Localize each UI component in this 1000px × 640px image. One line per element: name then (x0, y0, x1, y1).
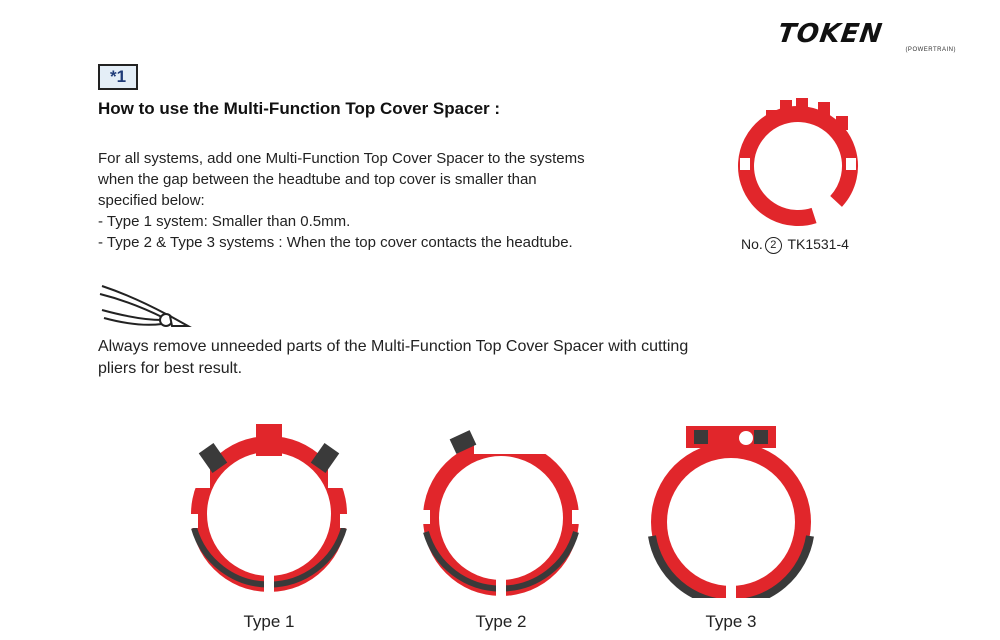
type-3-spacer-illustration (648, 426, 814, 598)
type-1-label: Type 1 (243, 612, 295, 631)
type-3-label: Type 3 (705, 612, 757, 631)
instruction-line: - Type 1 system: Smaller than 0.5mm. (98, 213, 351, 230)
instruction-line: when the gap between the headtube and to… (98, 171, 537, 188)
instructions-paragraph: For all systems, add one Multi-Function … (98, 148, 718, 253)
pliers-instruction: Always remove unneeded parts of the Mult… (98, 336, 798, 380)
part-circled-number: 2 (764, 237, 782, 254)
part-code: TK1531-4 (787, 236, 849, 252)
cutting-pliers-icon (99, 285, 192, 327)
part-number-label: No.2 TK1531-4 (741, 236, 849, 254)
logo-wordmark: TOKEN (775, 19, 885, 49)
instruction-line: specified below: (98, 192, 205, 209)
spacer-part-illustration (738, 98, 858, 226)
token-logo: TOKEN (POWERTRAIN) (775, 19, 960, 53)
type-2-spacer-illustration (416, 418, 586, 598)
type-1-spacer-illustration (184, 424, 354, 598)
instruction-line: For all systems, add one Multi-Function … (98, 150, 585, 167)
section-heading: How to use the Multi-Function Top Cover … (98, 99, 501, 118)
part-prefix: No. (741, 236, 763, 252)
type-2-label: Type 2 (475, 612, 527, 631)
pliers-instruction-line: Always remove unneeded parts of the Mult… (98, 338, 689, 355)
logo-subtext: (POWERTRAIN) (905, 47, 956, 53)
pliers-instruction-line: pliers for best result. (98, 360, 243, 377)
note-marker-box: *1 (98, 64, 138, 90)
instruction-line: - Type 2 & Type 3 systems : When the top… (98, 234, 573, 251)
